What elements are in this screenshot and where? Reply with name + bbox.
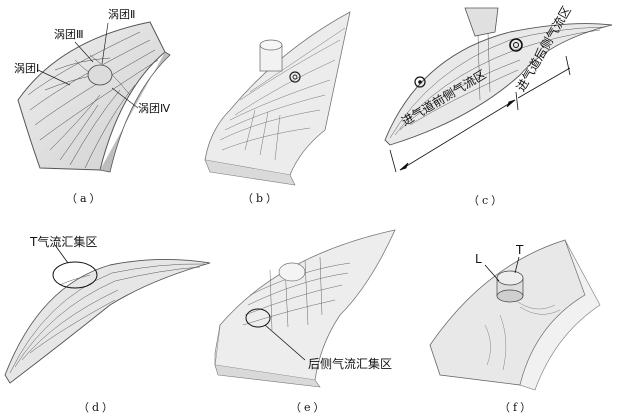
caption-e: （e）: [290, 401, 328, 414]
label-T: T: [516, 243, 524, 257]
panel-d: T气流汇集区 （d）: [0, 215, 215, 416]
panel-a-cylinder: [87, 64, 113, 86]
caption-b: （b）: [242, 192, 281, 205]
panel-b-surface: [204, 11, 351, 176]
panel-d-figure: [4, 244, 211, 384]
caption-f: （f）: [499, 401, 535, 414]
panel-f: L T （f）: [415, 215, 621, 416]
panel-b-figure: [204, 11, 351, 186]
panel-e-figure: [214, 229, 396, 388]
panel-b-vortex: [289, 71, 301, 83]
vortex-4-label: 涡团Ⅳ: [138, 102, 171, 115]
panel-c: 进气道前侧气流区 进气道后侧气流区 （c）: [380, 0, 621, 210]
panel-e: 后侧气流汇集区 （e）: [210, 215, 415, 416]
t-gather-zone: [52, 261, 98, 289]
panel-c-vortex-left: [414, 76, 426, 88]
t-gather-label: T气流汇集区: [30, 235, 98, 249]
panel-c-surface: [384, 23, 613, 146]
panel-c-vortex-right: [509, 38, 523, 52]
panel-d-surface: [4, 258, 211, 384]
panel-a-figure: [17, 21, 171, 173]
vortex-2-label: 涡团Ⅱ: [108, 8, 136, 21]
panel-f-figure: [429, 239, 601, 391]
panel-c-figure: [384, 7, 613, 173]
vortex-3-label: 涡团Ⅲ: [54, 28, 84, 41]
vortex-1-label: 涡团Ⅰ: [14, 62, 40, 75]
panel-a-edge: [99, 51, 171, 173]
rear-gather-zone: [245, 308, 271, 328]
caption-c: （c）: [468, 194, 506, 207]
panel-b: （b）: [200, 0, 380, 205]
panel-a: 涡团Ⅲ 涡团Ⅱ 涡团Ⅰ 涡团Ⅳ （a）: [0, 0, 200, 205]
panel-e-surface: [214, 229, 396, 381]
caption-a: （a）: [66, 192, 104, 205]
rear-gather-label: 后侧气流汇集区: [308, 357, 393, 371]
label-L: L: [475, 252, 482, 266]
caption-d: （d）: [78, 401, 117, 414]
panel-a-surface: [17, 21, 166, 171]
